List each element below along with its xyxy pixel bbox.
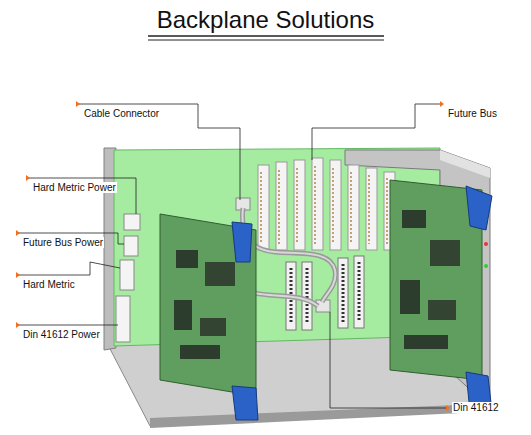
card-handle — [232, 222, 252, 262]
led — [484, 242, 488, 246]
connector — [330, 160, 341, 250]
callout-marker — [76, 101, 80, 107]
connector-pins — [261, 166, 387, 244]
din-power — [116, 296, 130, 342]
future-bus-connectors — [258, 158, 395, 250]
chip — [205, 262, 235, 286]
callout-label: Cable Connector — [83, 108, 160, 119]
title-underline — [148, 35, 384, 37]
connector — [366, 168, 377, 250]
chassis-rim — [440, 150, 490, 178]
callout-label: Din 41612 Power — [22, 329, 101, 340]
chip — [180, 345, 220, 359]
chip — [404, 335, 448, 349]
future-bus-power — [124, 236, 138, 256]
hard-metric — [120, 260, 134, 290]
callout-marker — [16, 322, 20, 328]
chip — [200, 318, 226, 336]
callout-label: Future Bus — [447, 108, 498, 119]
callout-marker — [16, 272, 20, 278]
diagram-title: Backplane Solutions — [0, 6, 531, 34]
chip — [174, 300, 192, 330]
leader-line — [312, 104, 442, 160]
connector — [348, 165, 359, 250]
led — [484, 264, 488, 268]
callout-marker — [16, 230, 20, 236]
leader-line — [18, 262, 120, 275]
callout-marker — [446, 405, 450, 411]
chip — [400, 280, 420, 314]
callout-marker — [26, 175, 30, 181]
chip — [430, 240, 460, 266]
connector — [312, 158, 323, 250]
chip — [428, 300, 456, 320]
callout-label: Din 41612 — [452, 402, 500, 413]
hard-metric-power — [124, 214, 140, 230]
callout-label: Hard Metric Power — [32, 182, 117, 193]
card-handle — [466, 186, 492, 230]
plug-in-card — [160, 214, 256, 396]
leader-line — [28, 178, 136, 214]
connector — [294, 160, 305, 250]
leader-line — [330, 312, 446, 408]
connector — [258, 165, 269, 250]
chip — [402, 210, 426, 228]
chip — [176, 250, 198, 268]
leader-lines — [18, 104, 446, 408]
callout-markers — [16, 101, 450, 411]
leader-line — [18, 325, 118, 326]
title-underline — [148, 40, 384, 41]
connector — [276, 162, 287, 250]
card-handle — [232, 386, 258, 420]
callout-label: Hard Metric — [22, 279, 76, 290]
callout-marker — [440, 101, 444, 107]
callout-label: Future Bus Power — [22, 237, 104, 248]
